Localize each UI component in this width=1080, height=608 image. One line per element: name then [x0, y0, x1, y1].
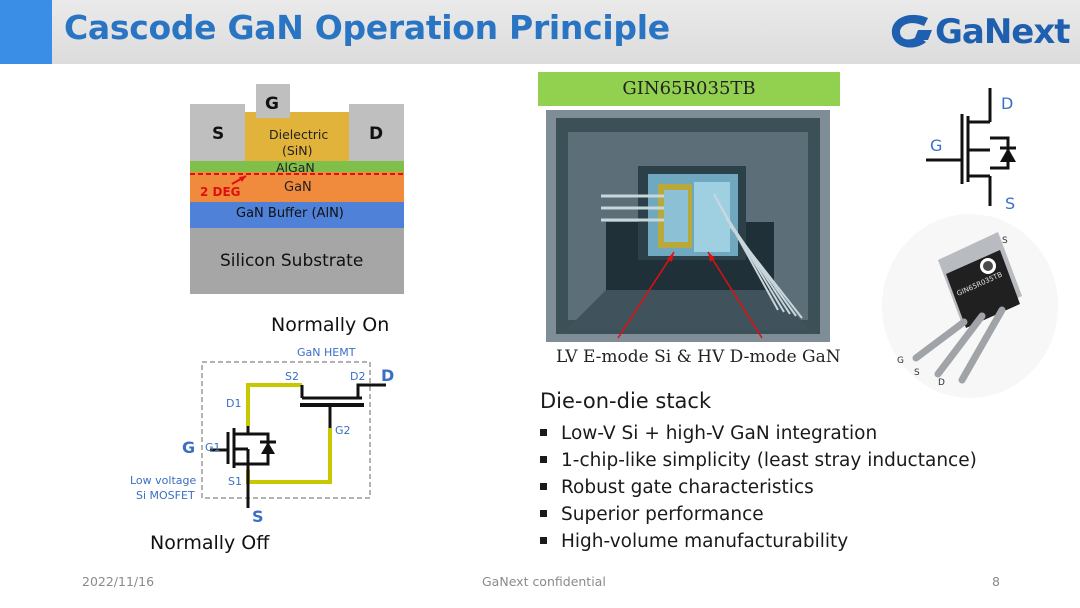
bullet-square-icon [540, 429, 547, 436]
dielectric-label: Dielectric [269, 127, 329, 142]
normally-off-label: Normally Off [150, 532, 270, 554]
gan-layer-label: GaN [284, 180, 312, 195]
two-deg-label: 2 DEG [200, 185, 241, 199]
ganext-logo-icon [891, 14, 932, 48]
bullet-square-icon [540, 510, 547, 517]
feature-item: High-volume manufacturability [540, 528, 977, 555]
features-heading: Die-on-die stack [540, 389, 712, 413]
bullet-square-icon [540, 537, 547, 544]
feature-item: Robust gate characteristics [540, 474, 977, 501]
footer-page-number: 8 [992, 574, 1000, 589]
gan-layer-stack-diagram [190, 84, 404, 294]
dielectric-material-label: (SiN) [282, 143, 313, 158]
gate-electrode-label: G [265, 94, 279, 114]
s1-label: S1 [228, 475, 242, 488]
gate-pin-label: G [182, 438, 196, 457]
package-g-label: G [897, 356, 904, 366]
source-electrode-label: S [212, 124, 225, 144]
substrate-label: Silicon Substrate [220, 251, 364, 271]
bullet-square-icon [540, 456, 547, 463]
g2-label: G2 [335, 424, 351, 437]
package-d-label: D [938, 378, 945, 388]
chip-die-photo [546, 110, 830, 342]
normally-on-label: Normally On [271, 314, 390, 336]
cascode-circuit-diagram [201, 361, 386, 508]
low-voltage-label: Low voltage [130, 474, 197, 487]
part-number-banner: GIN65R035TB [538, 72, 840, 106]
d1-label: D1 [226, 397, 242, 410]
feature-item: 1-chip-like simplicity (least stray indu… [540, 447, 977, 474]
s2-label: S2 [285, 370, 299, 383]
features-list: Low-V Si + high-V GaN integration 1-chip… [540, 420, 977, 555]
symbol-source-label: S [1005, 194, 1016, 213]
symbol-drain-label: D [1001, 94, 1014, 113]
package-top-s-label: S [1002, 236, 1008, 246]
feature-item: Superior performance [540, 501, 977, 528]
slide-title: Cascode GaN Operation Principle [64, 8, 670, 47]
drain-pin-label: D [381, 366, 395, 385]
transistor-symbol-diagram [926, 88, 1016, 206]
gan-hemt-label: GaN HEMT [297, 346, 356, 359]
symbol-gate-label: G [930, 136, 943, 155]
d2-label: D2 [350, 370, 366, 383]
to247-package-image: GIN65R035TB [882, 214, 1058, 398]
footer-date: 2022/11/16 [82, 574, 155, 589]
footer-confidential: GaNext confidential [482, 574, 606, 589]
feature-item: Low-V Si + high-V GaN integration [540, 420, 977, 447]
algan-layer-label: AlGaN [276, 160, 315, 175]
si-mosfet-label: Si MOSFET [136, 489, 195, 502]
logo-text: GaNext [935, 12, 1071, 52]
drain-electrode-label: D [369, 124, 384, 144]
gan-buffer-label: GaN Buffer (AlN) [236, 206, 344, 221]
chip-caption: LV E-mode Si & HV D-mode GaN [556, 347, 841, 367]
package-s-label: S [914, 368, 920, 378]
bullet-square-icon [540, 483, 547, 490]
g1-label: G1 [205, 441, 221, 454]
header-accent-bar [0, 0, 52, 64]
source-pin-label: S [252, 507, 264, 526]
